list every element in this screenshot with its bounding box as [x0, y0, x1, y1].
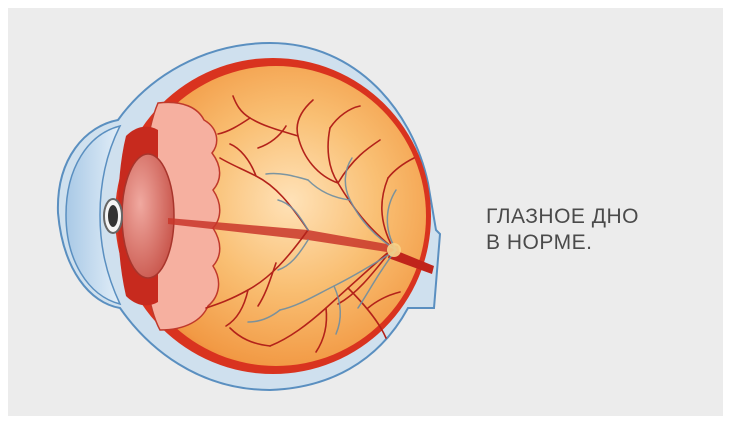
caption: ГЛАЗНОЕ ДНО В НОРМЕ.: [486, 204, 639, 256]
caption-line-2: В НОРМЕ.: [486, 230, 639, 256]
pupil: [108, 205, 118, 227]
lens: [122, 154, 174, 278]
optic-disc: [387, 243, 401, 257]
illustration-card: ГЛАЗНОЕ ДНО В НОРМЕ.: [8, 8, 723, 416]
caption-line-1: ГЛАЗНОЕ ДНО: [486, 204, 639, 230]
